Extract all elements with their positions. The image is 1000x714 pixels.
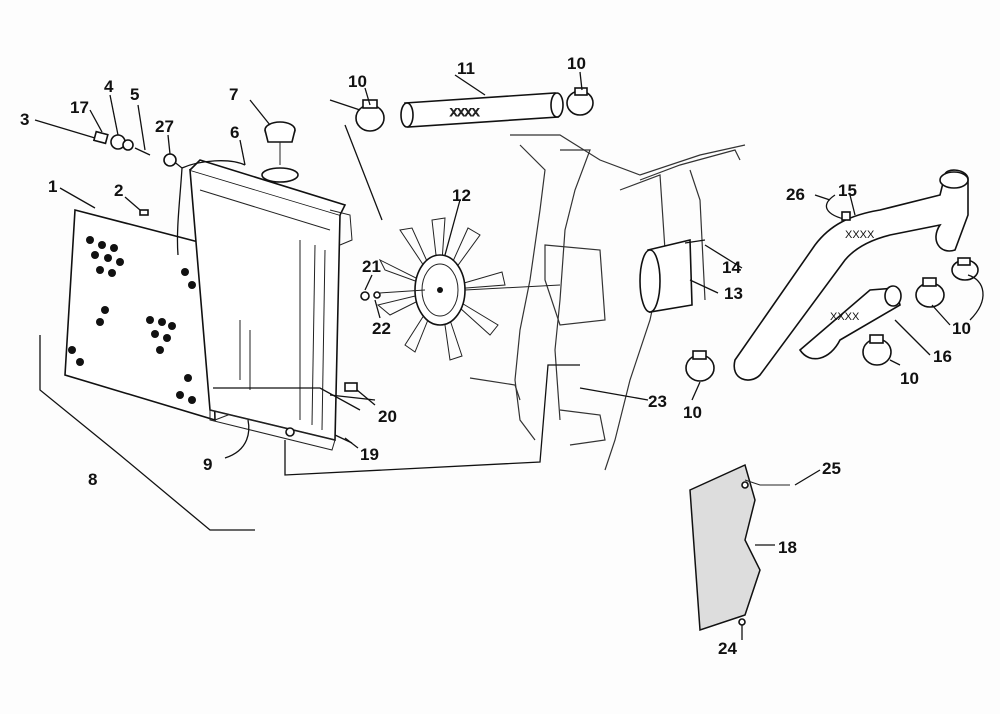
hose-clamp-upper-right xyxy=(566,87,594,116)
bolt-assembly xyxy=(34,119,177,167)
callout-10-lower-mid: 10 xyxy=(900,369,919,388)
bracket xyxy=(344,382,358,392)
upper-hose: XXXX xyxy=(400,92,564,128)
callout-14: 14 xyxy=(722,258,741,277)
callout-27: 27 xyxy=(155,117,174,136)
splash-shield xyxy=(689,463,790,632)
small-clip xyxy=(139,209,149,216)
callout-15: 15 xyxy=(838,181,857,200)
lower-hose-assembly: XXXX XXXX xyxy=(733,169,969,381)
sensor-15 xyxy=(841,211,851,221)
callout-26: 26 xyxy=(786,185,805,204)
callout-22: 22 xyxy=(372,319,391,338)
callout-3: 3 xyxy=(20,110,29,129)
cooling-fan xyxy=(376,217,506,361)
callout-13: 13 xyxy=(724,284,743,303)
radiator-core xyxy=(189,159,353,451)
callout-7: 7 xyxy=(229,85,238,104)
hose-clamp-lower-left xyxy=(685,350,715,382)
callout-10-lower-left: 10 xyxy=(683,403,702,422)
callout-9: 9 xyxy=(203,455,212,474)
radiator-cap xyxy=(264,121,296,165)
callout-12: 12 xyxy=(452,186,471,205)
fan-pulley-spacer xyxy=(639,238,706,313)
hose-clamp-lower-mid xyxy=(862,334,892,366)
radiator-shroud xyxy=(64,208,229,422)
hose-marking-16: XXXX xyxy=(830,311,860,323)
callout-11: 11 xyxy=(457,59,475,78)
callout-2: 2 xyxy=(114,181,123,200)
hose-clamp-lower-right-2 xyxy=(951,257,979,281)
callout-1: 1 xyxy=(48,177,57,196)
fan-axis-line xyxy=(464,284,561,291)
callout-21: 21 xyxy=(362,257,381,276)
callout-16: 16 xyxy=(933,347,952,366)
callout-10-upper-left: 10 xyxy=(348,72,367,91)
callout-19: 19 xyxy=(360,445,379,464)
callout-6: 6 xyxy=(230,123,239,142)
hose-marking-15: XXXX xyxy=(845,229,875,241)
fan-bolt-line xyxy=(379,289,426,294)
callout-5: 5 xyxy=(130,85,139,104)
callout-18: 18 xyxy=(778,538,797,557)
callout-4: 4 xyxy=(104,77,114,96)
leader-lines xyxy=(39,71,984,640)
nut-22 xyxy=(373,291,381,299)
hose-marking-upper: XXXX xyxy=(450,107,480,119)
callout-17: 17 xyxy=(70,98,89,117)
callout-23: 23 xyxy=(648,392,667,411)
overflow-tube-top xyxy=(181,160,246,169)
callout-20: 20 xyxy=(378,407,397,426)
callout-labels: 1 2 3 4 5 6 7 8 9 10 10 10 10 10 11 12 1… xyxy=(20,54,971,658)
callout-10-upper-right: 10 xyxy=(567,54,586,73)
callout-8: 8 xyxy=(88,470,97,489)
callout-10-lower-right: 10 xyxy=(952,319,971,338)
overflow-tube xyxy=(171,159,183,256)
washer-21 xyxy=(360,291,370,301)
hose-clamp-lower-right-1 xyxy=(915,277,945,308)
callout-25: 25 xyxy=(822,459,841,478)
callout-24: 24 xyxy=(718,639,737,658)
chassis-frame xyxy=(469,134,746,471)
